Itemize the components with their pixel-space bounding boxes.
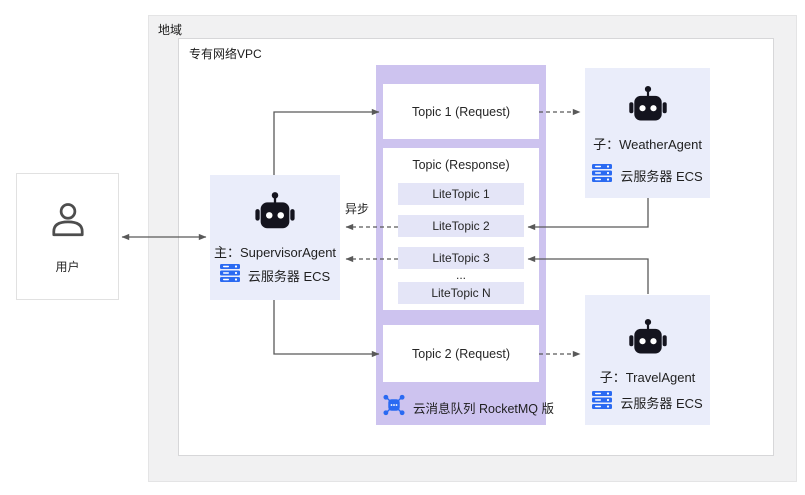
weather-agent-box: 子：WeatherAgent 云服务器 ECS [585, 68, 710, 198]
ecs-row: 云服务器 ECS [592, 390, 703, 415]
supervisor-agent-box: 主：SupervisorAgent 云服务器 ECS [210, 175, 340, 300]
rocketmq-product-label: 云消息队列 RocketMQ 版 [413, 402, 554, 416]
server-stack-icon [219, 263, 240, 288]
lite-topic-ellipsis: ... [455, 268, 466, 282]
lite-topic-row: LiteTopic 1 [398, 183, 524, 205]
server-stack-icon [592, 163, 613, 188]
travel-agent-box: 子：TravelAgent 云服务器 ECS [585, 295, 710, 425]
lite-topic-row: LiteTopic 2 [398, 215, 524, 237]
vpc-label: 专有网络VPC [189, 47, 262, 61]
ecs-label: 云服务器 ECS [620, 396, 703, 411]
person-icon [46, 199, 90, 248]
rocketmq-icon [382, 393, 406, 422]
server-stack-icon [592, 390, 613, 415]
ecs-row: 云服务器 ECS [592, 163, 703, 188]
rocketmq-container: Topic 1 (Request) Topic (Response) LiteT… [376, 65, 554, 425]
lite-topic-row: LiteTopic 3 [398, 247, 524, 269]
ecs-row: 云服务器 ECS [219, 263, 331, 288]
topic-request-2-box: Topic 2 (Request) [383, 325, 539, 382]
rocketmq-label-row: 云消息队列 RocketMQ 版 [382, 393, 554, 422]
lite-topic-row: LiteTopic N [398, 282, 524, 304]
agent-name: 主：SupervisorAgent [213, 245, 337, 260]
topic-response-title: Topic (Response) [412, 158, 510, 172]
user-box: 用户 [16, 173, 119, 300]
robot-icon [252, 190, 298, 239]
ecs-label: 云服务器 ECS [247, 269, 331, 284]
lite-topic-list: LiteTopic 1 LiteTopic 2 LiteTopic 3 ... … [383, 183, 539, 304]
topic-response-box: Topic (Response) LiteTopic 1 LiteTopic 2… [383, 148, 539, 310]
robot-icon [626, 317, 670, 364]
ecs-label: 云服务器 ECS [620, 169, 703, 184]
agent-name: 子：WeatherAgent [593, 137, 702, 152]
user-label: 用户 [55, 259, 80, 274]
region-label: 地域 [158, 23, 183, 37]
topic-request-1-box: Topic 1 (Request) [383, 84, 539, 139]
robot-icon [626, 84, 670, 131]
agent-name: 子：TravelAgent [599, 370, 696, 385]
async-label: 异步 [345, 202, 370, 216]
